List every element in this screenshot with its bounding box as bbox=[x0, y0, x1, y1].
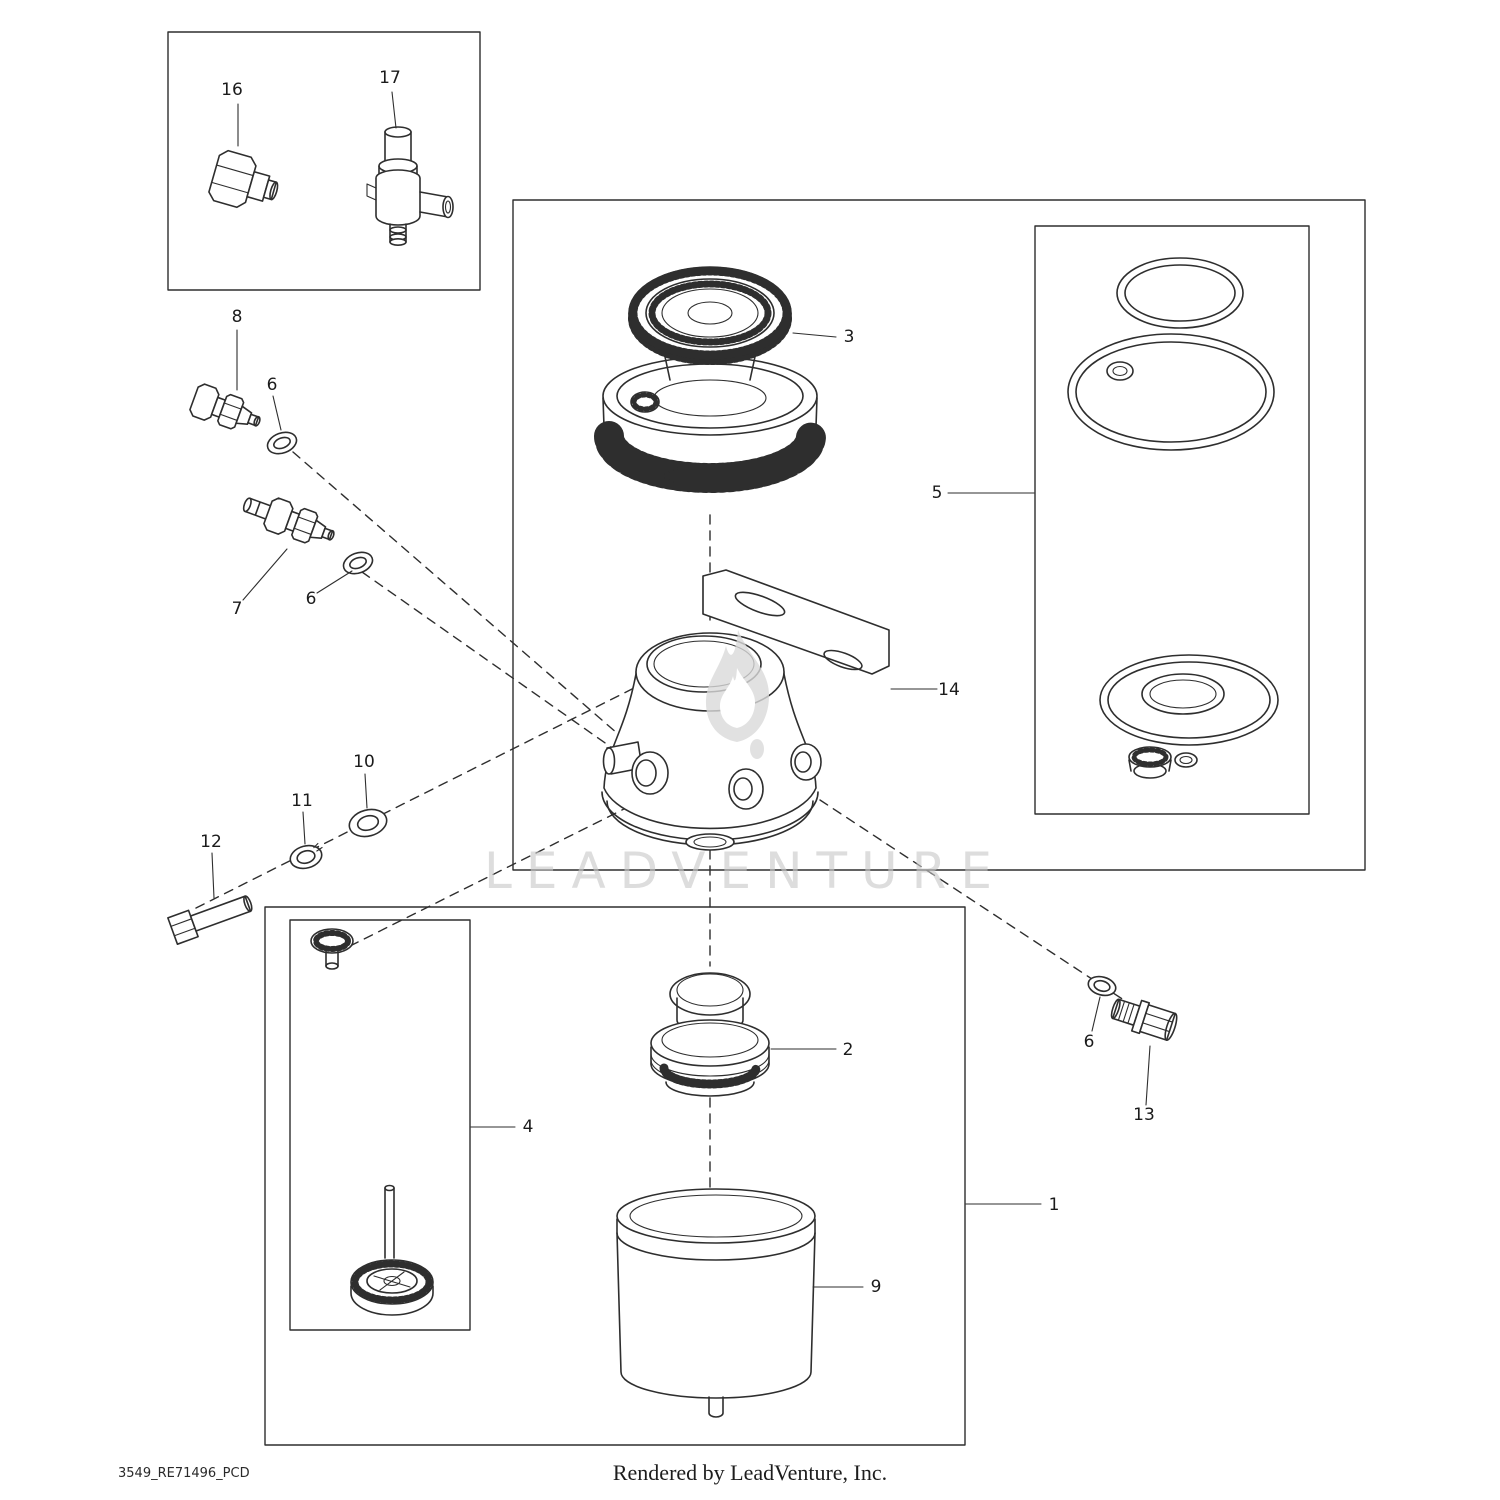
washer-10 bbox=[348, 808, 388, 838]
part-5-seal-kit bbox=[1067, 257, 1279, 779]
callout-labels: 16 17 8 6 7 6 3 5 14 10 11 12 2 6 13 4 1… bbox=[200, 68, 1155, 1297]
callout-14: 14 bbox=[938, 680, 960, 700]
callout-2: 2 bbox=[843, 1040, 854, 1060]
part-4-drain-kit bbox=[310, 928, 434, 1316]
part-17-valve bbox=[366, 126, 454, 246]
callout-10: 10 bbox=[353, 752, 375, 772]
part-12-bolt bbox=[167, 895, 253, 946]
callout-9: 9 bbox=[871, 1277, 882, 1297]
callout-5: 5 bbox=[932, 483, 943, 503]
callout-6-c: 6 bbox=[1084, 1032, 1095, 1052]
callout-7: 7 bbox=[232, 599, 243, 619]
watermark-text: LEADVENTURE bbox=[484, 842, 1006, 900]
callout-17: 17 bbox=[379, 68, 401, 88]
seal-kit-box bbox=[1034, 225, 1310, 815]
washer-11-lock bbox=[289, 842, 323, 870]
lower-assembly-box bbox=[264, 906, 966, 1446]
part-7-fitting bbox=[242, 497, 335, 544]
callout-6-b: 6 bbox=[306, 589, 317, 609]
part-2-element bbox=[650, 972, 770, 1097]
callout-16: 16 bbox=[221, 80, 243, 100]
part-3-cap-assembly bbox=[594, 266, 826, 493]
callout-3: 3 bbox=[844, 327, 855, 347]
group-boxes bbox=[167, 31, 1366, 1446]
callout-13: 13 bbox=[1133, 1105, 1155, 1125]
part-13-plug bbox=[1110, 998, 1178, 1041]
part-16-fitting bbox=[208, 149, 279, 209]
washer-6-a bbox=[266, 431, 298, 455]
drain-kit-box bbox=[289, 919, 471, 1331]
callout-12: 12 bbox=[200, 832, 222, 852]
render-credit: Rendered by LeadVenture, Inc. bbox=[612, 1460, 888, 1485]
part-8-fitting bbox=[189, 383, 261, 430]
mounting-bracket bbox=[702, 569, 890, 675]
alignment-dashed-lines bbox=[195, 451, 1137, 1191]
inset-box-fittings bbox=[167, 31, 481, 291]
drawing-code: 3549_RE71496_PCD bbox=[118, 1466, 250, 1481]
callout-1: 1 bbox=[1049, 1195, 1060, 1215]
part-14-filter-head bbox=[601, 569, 890, 851]
main-assembly-box bbox=[512, 199, 1366, 871]
callout-leader-lines bbox=[211, 91, 1151, 1288]
part-9-bowl bbox=[616, 1188, 816, 1418]
washer-6-c bbox=[1087, 975, 1117, 997]
washer-6-b bbox=[342, 551, 374, 575]
callout-8: 8 bbox=[232, 307, 243, 327]
watermark-flame-icon bbox=[705, 630, 770, 759]
callout-6-a: 6 bbox=[267, 375, 278, 395]
callout-11: 11 bbox=[291, 791, 313, 811]
callout-4: 4 bbox=[523, 1117, 534, 1137]
